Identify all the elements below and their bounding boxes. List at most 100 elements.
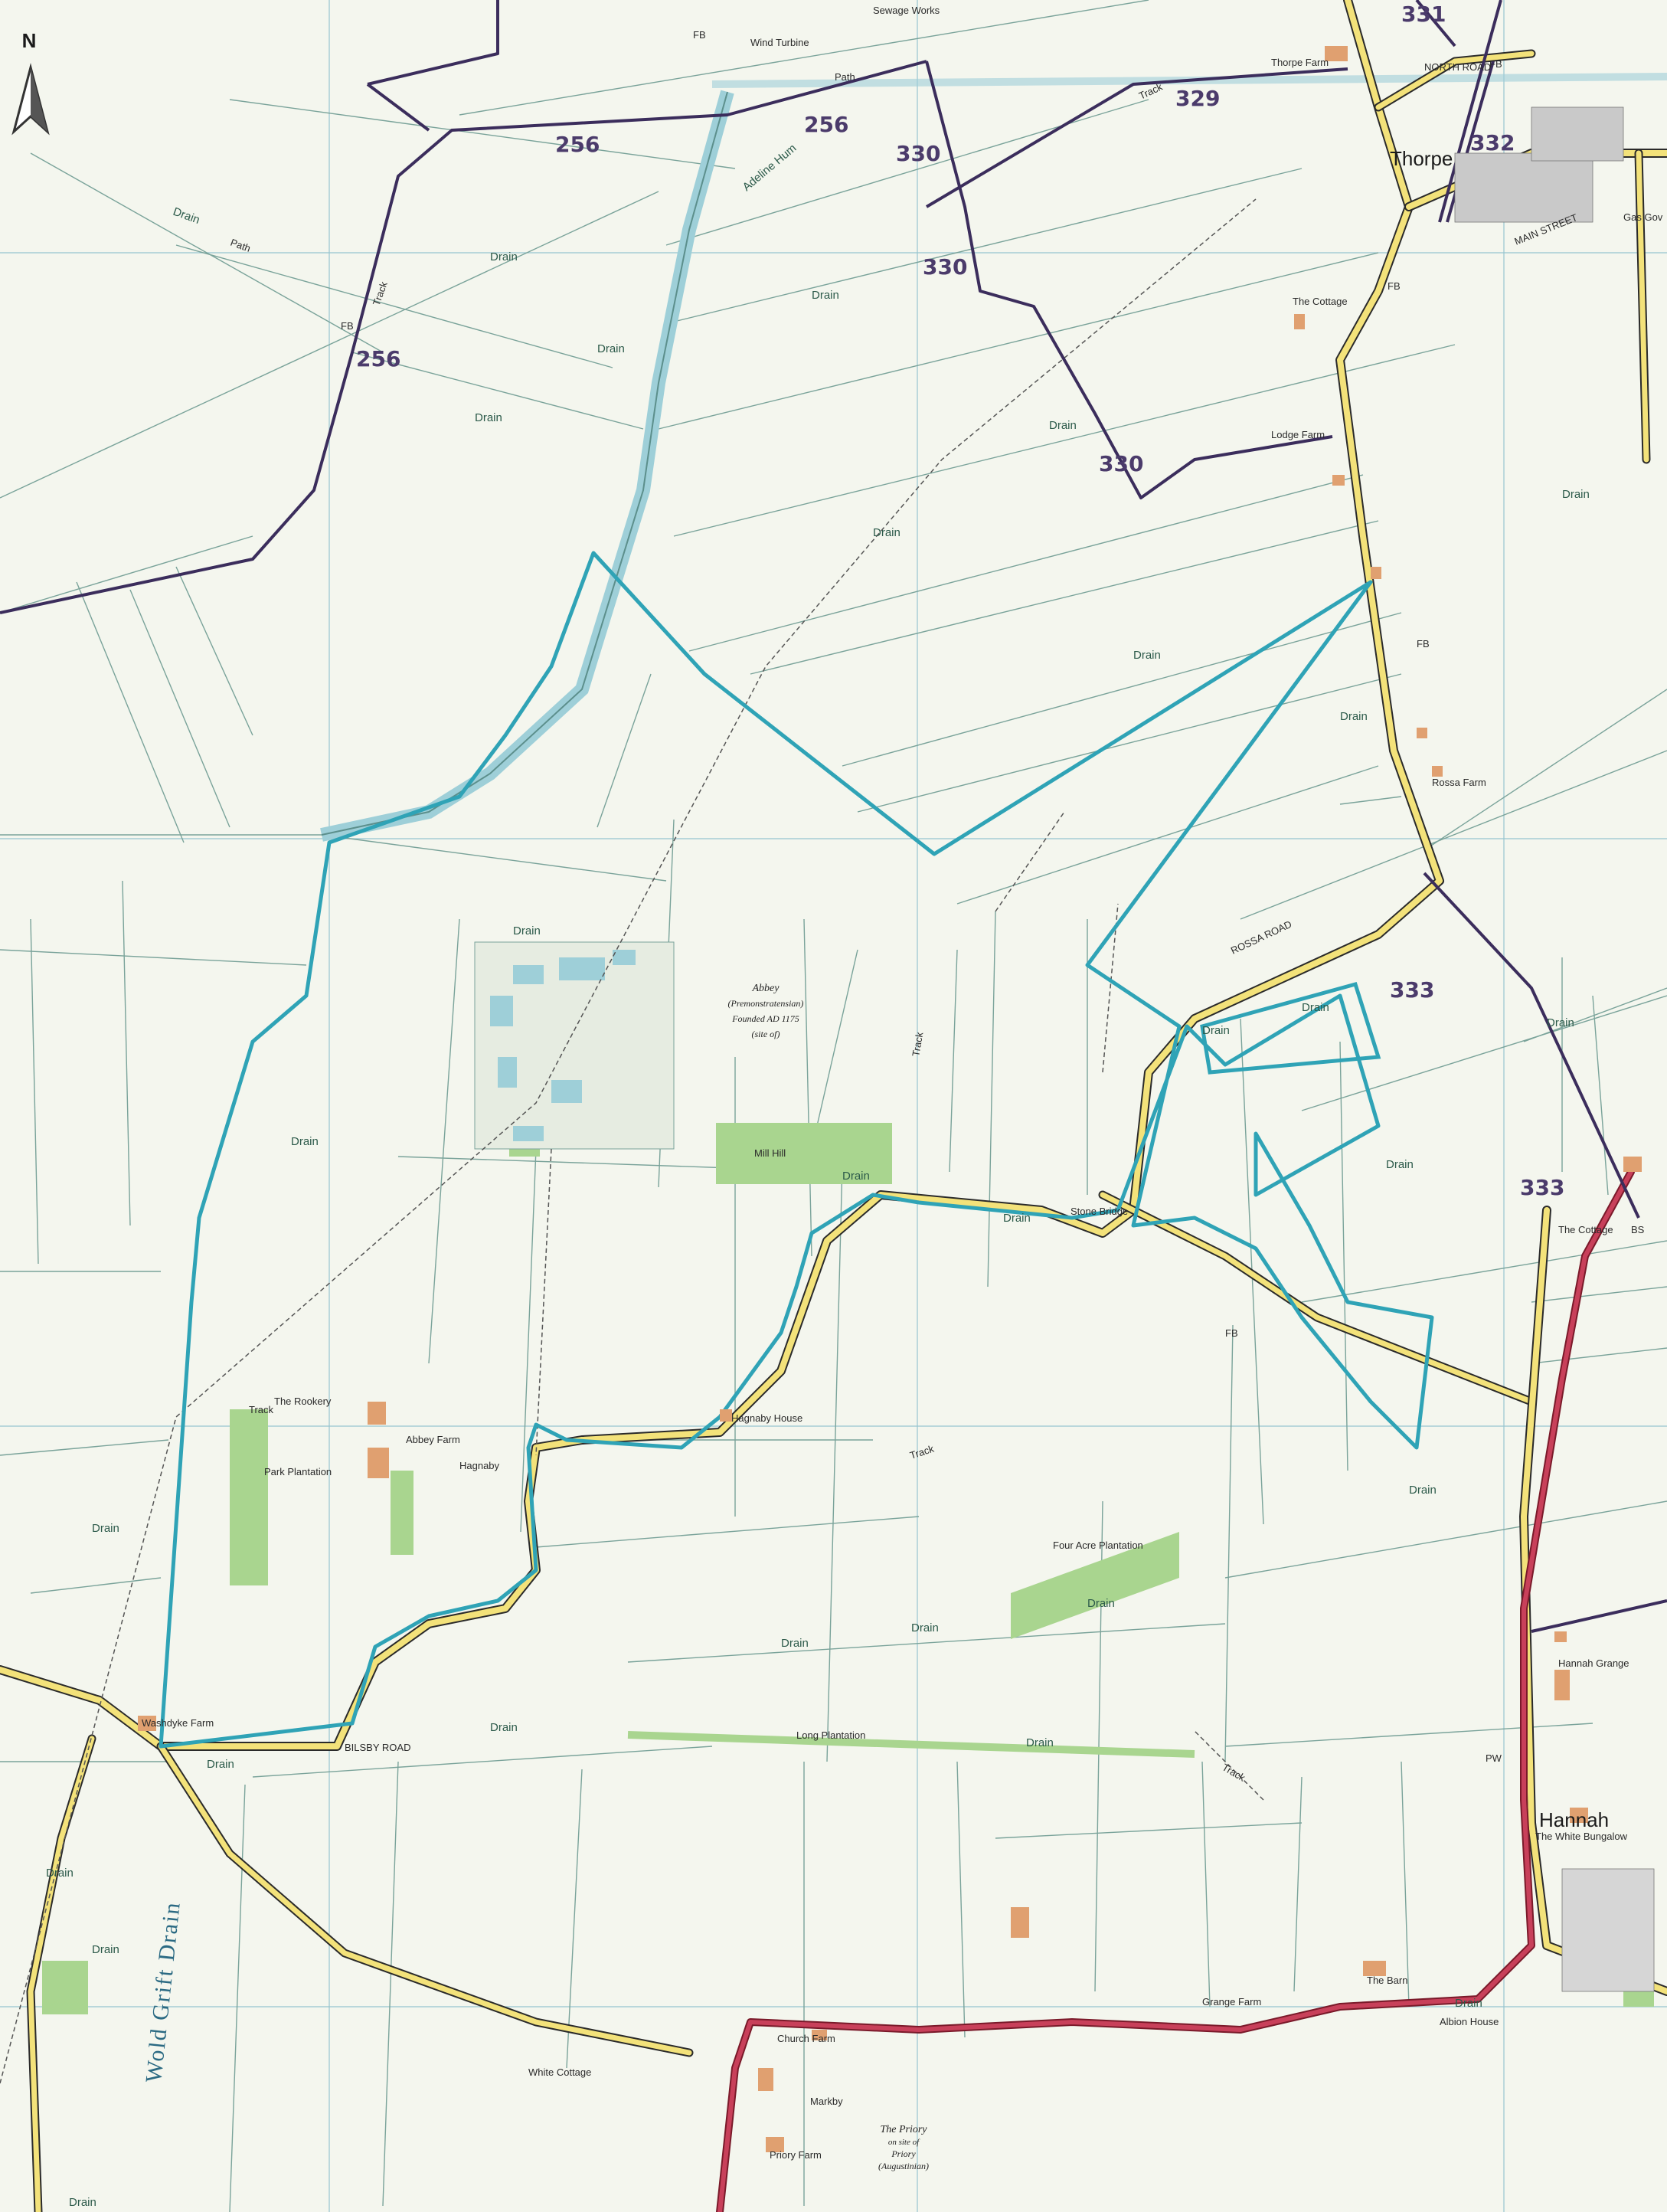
long-plantation-drain [627,1731,1195,1758]
drain-label: Drain [1133,649,1161,662]
label-priory-on-site: on site of [888,2138,920,2147]
label-four-acre-plantation: Four Acre Plantation [1053,1540,1143,1551]
thorpe-housing [1454,106,1624,223]
label-priory-sub: Priory [891,2148,916,2159]
label-the-rookery: The Rookery [274,1396,332,1407]
buildings [138,46,1642,2152]
drain-label: Drain [812,289,839,302]
drain-labels: Drain Drain Drain Drain Drain Drain Drai… [46,205,1590,2209]
parcel-329: 329 [1175,86,1220,111]
drain-label: Drain [911,1621,939,1634]
parcel-331: 331 [1401,2,1446,27]
label-church-farm: Church Farm [777,2033,835,2044]
label-stone-bridge: Stone Bridge [1070,1206,1128,1217]
drain-label: Drain [1302,1001,1329,1014]
drain-label: Drain [92,1522,119,1535]
pw-label: PW [1486,1752,1502,1764]
abbey-site-ponds [474,941,675,1150]
drain-label: Drain [842,1170,870,1183]
drain-label: Drain [1202,1024,1230,1037]
drain-label: Drain [1547,1016,1574,1029]
drain-label: Drain [1049,419,1077,432]
label-thorpe-farm: Thorpe Farm [1271,57,1329,68]
label-rossa-farm: Rossa Farm [1432,777,1486,788]
label-lodge-farm: Lodge Farm [1271,429,1325,440]
label-abbey-order: (Premonstratensian) [728,998,804,1009]
study-area-subplot [1200,981,1381,1075]
parcel-256-c: 256 [356,346,400,371]
village-thorpe: Thorpe [1390,147,1453,170]
label-hagnaby: Hagnaby [459,1460,500,1471]
label-priory-farm: Priory Farm [770,2149,822,2161]
label-the-cottage-north: The Cottage [1293,296,1348,307]
parcel-333-a: 333 [1390,977,1434,1003]
label-abbey-site: (site of) [752,1029,780,1039]
drain-label: Drain [873,526,901,539]
label-white-bungalow: The White Bungalow [1535,1831,1628,1842]
drain-label: Drain [1386,1158,1414,1171]
label-hagnaby-house: Hagnaby House [731,1412,802,1424]
label-sewage-works: Sewage Works [873,5,940,16]
parish-boundaries [0,0,1667,1633]
drain-label: Drain [597,342,625,355]
drain-label: Drain [475,411,502,424]
label-albion-house: Albion House [1440,2016,1499,2027]
label-the-priory: The Priory [880,2124,927,2135]
parcel-330-a: 330 [896,141,940,166]
fb-label: FB [341,320,354,332]
label-priory-augustinian: (Augustinian) [878,2161,929,2171]
drain-label: Drain [46,1867,74,1880]
drain-label: Drain [1026,1736,1054,1749]
label-bilsby-road: BILSBY ROAD [345,1742,410,1753]
path-label: Path [835,71,855,83]
drain-label: Drain [291,1135,319,1148]
label-the-barn: The Barn [1367,1975,1407,1986]
label-markby: Markby [810,2096,843,2107]
drain-label: Drain [207,1758,234,1771]
parcel-256-b: 256 [804,112,848,137]
drain-label: Drain [513,924,541,937]
label-abbey: Abbey [752,983,780,994]
label-long-plantation: Long Plantation [796,1729,865,1741]
north-arrow: N [11,29,50,136]
drain-label: Drain [1409,1484,1437,1497]
label-mill-hill: Mill Hill [754,1147,786,1159]
tracks [0,198,1264,2084]
village-hannah: Hannah [1539,1808,1609,1831]
parcel-330-b: 330 [923,254,967,280]
drain-label: Drain [1340,710,1368,723]
fb-label: FB [693,29,706,41]
label-washdyke-farm: Washdyke Farm [142,1717,214,1729]
bs-label: BS [1631,1224,1645,1235]
hannah-housing [1561,1868,1655,1992]
label-hannah-grange: Hannah Grange [1558,1657,1629,1669]
parcel-256-a: 256 [555,132,600,157]
fb-label: FB [1417,638,1430,650]
parcel-332: 332 [1470,130,1515,155]
label-abbey-farm: Abbey Farm [406,1434,460,1445]
parcel-330-c: 330 [1099,451,1143,476]
drain-label: Drain [1562,488,1590,501]
drain-label: Drain [1003,1212,1031,1225]
drain-label: Drain [1455,1997,1482,2010]
drain-label: Drain [92,1943,119,1956]
track-label: Track [910,1031,925,1058]
label-white-cottage: White Cottage [528,2066,591,2078]
red-road [716,1168,1635,2212]
drain-label: Drain [69,2196,96,2209]
drain-label: Drain [1087,1597,1115,1610]
label-park-plantation: Park Plantation [264,1466,332,1477]
label-north-road: NORTH ROAD [1424,61,1491,73]
fb-label: FB [1489,58,1502,70]
track-label: Track [249,1404,274,1415]
label-abbey-founded: Founded AD 1175 [731,1013,799,1024]
study-area-boundary [159,551,1434,1749]
north-label: N [22,29,37,52]
fb-label: FB [1388,280,1401,292]
drain-label: Drain [490,250,518,263]
drain-label: Drain [490,1721,518,1734]
parcel-numbers: 331 329 256 256 256 330 330 330 332 333 … [356,2,1564,1200]
